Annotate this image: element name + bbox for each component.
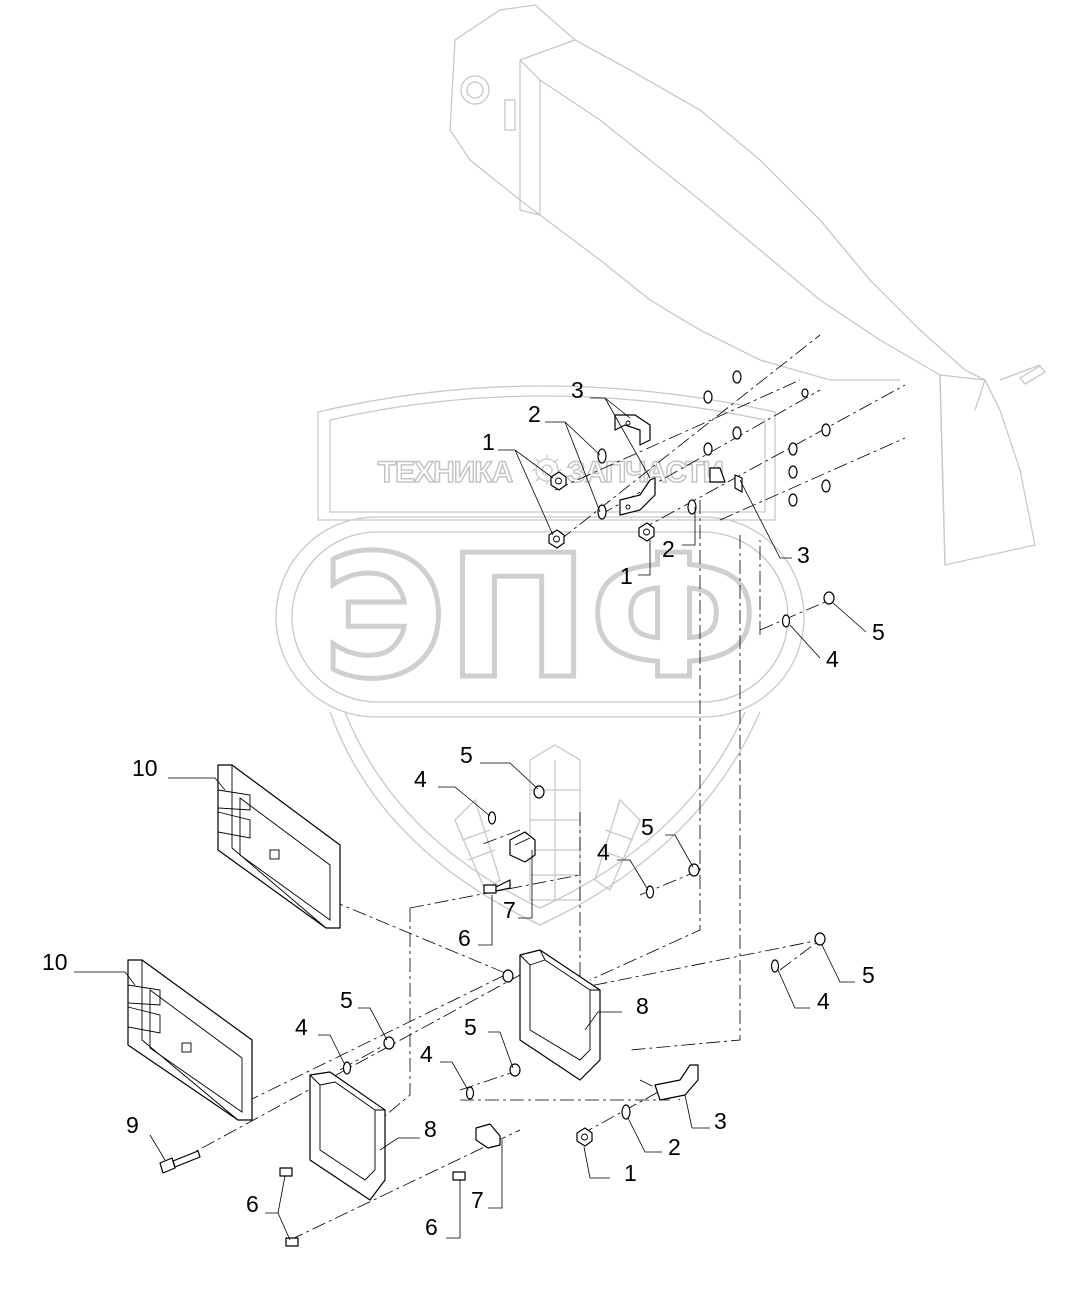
callout-6: 6 <box>246 1191 259 1217</box>
bracket-3-upper <box>614 414 651 446</box>
nut-1-upper <box>550 471 567 491</box>
nuts-5 <box>383 591 835 1077</box>
callout-3: 3 <box>797 542 810 568</box>
callout-8: 8 <box>636 993 649 1019</box>
watermark-brand-left: ТЕХНИКА <box>378 456 513 489</box>
bracket-3-lower <box>654 1064 699 1101</box>
watermark-brand-large: ЭПФ <box>322 519 758 717</box>
callout-5: 5 <box>464 1014 477 1040</box>
callout-5: 5 <box>340 987 353 1013</box>
watermark-wheat-icon <box>454 744 641 901</box>
callout-5: 5 <box>872 619 885 645</box>
callout-4: 4 <box>826 646 839 672</box>
callout-5: 5 <box>641 814 654 840</box>
watermark-shield: ЭПФ ТЕХНИКА ЗАПЧАСТИ <box>275 385 805 926</box>
callout-4: 4 <box>597 839 610 865</box>
bolt-9 <box>159 1150 201 1174</box>
callout-10: 10 <box>42 949 68 975</box>
callout-4: 4 <box>420 1041 433 1067</box>
callout-3: 3 <box>714 1108 727 1134</box>
callout-1: 1 <box>482 429 495 455</box>
plate-10-lower <box>127 959 253 1121</box>
nut-1-right <box>638 522 655 542</box>
callout-8: 8 <box>424 1116 437 1142</box>
callout-9: 9 <box>126 1112 139 1138</box>
callout-4: 4 <box>414 766 427 792</box>
callout-1: 1 <box>624 1160 637 1186</box>
callout-7: 7 <box>471 1187 484 1213</box>
callout-labels: 1 2 3 3 2 1 4 5 5 4 10 5 4 7 6 10 5 4 5 … <box>42 377 885 1240</box>
frame-beam <box>449 4 1046 566</box>
clip-7-lower <box>475 1123 501 1149</box>
callout-5: 5 <box>862 962 875 988</box>
bracket-3-middle <box>619 477 656 516</box>
bracket-8-upper <box>519 949 601 1081</box>
leader-lines <box>74 397 867 1241</box>
callout-5: 5 <box>460 742 473 768</box>
callout-1: 1 <box>620 563 633 589</box>
nut-1-lower <box>576 1127 593 1147</box>
callout-2: 2 <box>662 536 675 562</box>
washers-4 <box>342 614 791 1100</box>
plate-10-upper <box>217 764 341 929</box>
callout-7: 7 <box>503 897 516 923</box>
upper-fastener-set <box>703 370 831 507</box>
bracket-3-right <box>709 467 743 493</box>
callout-6: 6 <box>458 925 471 951</box>
callout-2: 2 <box>528 401 541 427</box>
callout-4: 4 <box>817 988 830 1014</box>
bracket-8-lower <box>309 1071 386 1201</box>
callout-3: 3 <box>571 377 584 403</box>
callout-6: 6 <box>425 1214 438 1240</box>
washers-2 <box>597 448 697 1120</box>
clip-7-upper <box>509 831 536 863</box>
callout-10: 10 <box>132 755 158 781</box>
bolts-6 <box>279 879 511 1247</box>
callout-2: 2 <box>668 1134 681 1160</box>
callout-4: 4 <box>295 1014 308 1040</box>
